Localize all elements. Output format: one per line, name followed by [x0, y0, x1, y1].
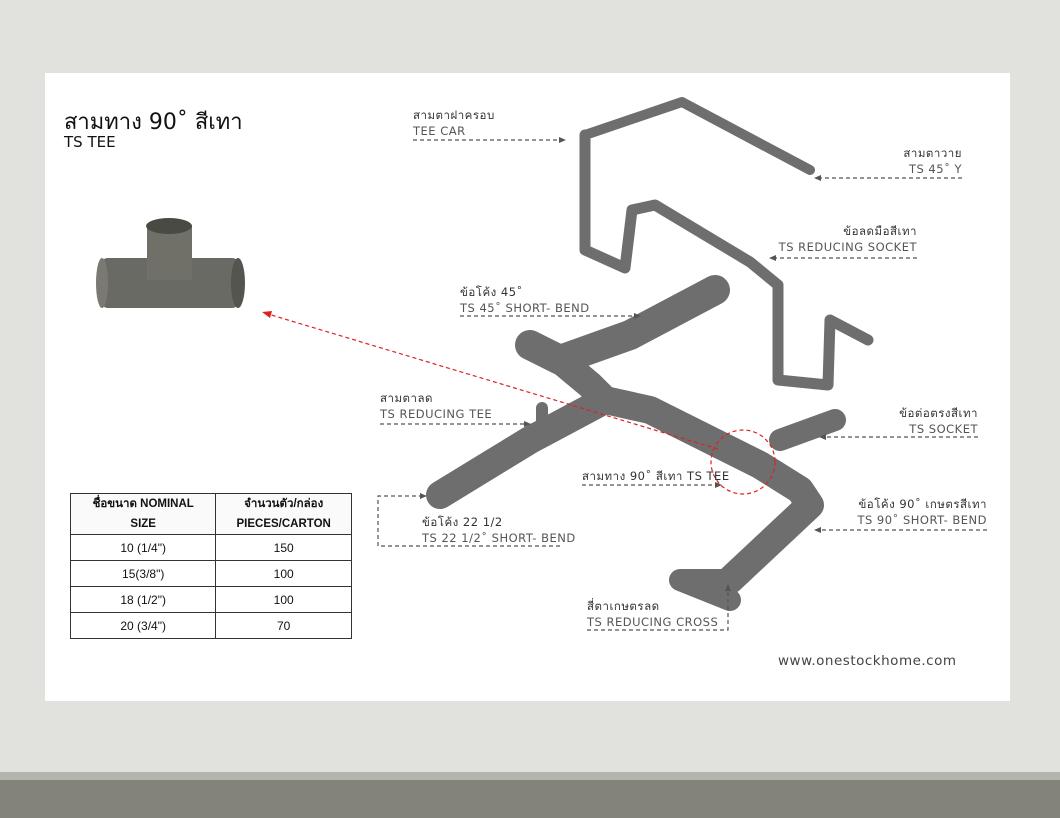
header-pieces-en: PIECES/CARTON — [236, 518, 331, 530]
label-en: TS REDUCING SOCKET — [778, 240, 917, 254]
cell-pieces: 100 — [215, 586, 352, 613]
label-en: TEE CAR — [413, 124, 466, 138]
label-th: ข้อโค้ง 90˚ เกษตรสีเทา — [858, 497, 987, 511]
pipe-network — [426, 97, 874, 611]
label-tee90: สามทาง 90˚ สีเทา TS TEE — [582, 468, 730, 484]
label-en: TS 22 1/2˚ SHORT- BEND — [422, 531, 576, 545]
table-row: 15(3/8")100 — [69, 560, 352, 587]
website-text: www.onestockhome.com — [778, 653, 957, 669]
header-pieces: จำนวนตัว/กล่อง PIECES/CARTON — [215, 493, 352, 535]
table-header-row: ชื่อขนาด NOMINAL SIZE จำนวนตัว/กล่อง PIECE… — [69, 493, 352, 535]
label-en: TS SOCKET — [909, 422, 978, 436]
header-size: ชื่อขนาด NOMINAL SIZE — [69, 493, 217, 535]
label-th: สามตาฝาครอบ — [413, 108, 495, 122]
leader-lines — [377, 139, 987, 631]
header-size-en: SIZE — [130, 518, 156, 530]
label-reducing-tee: สามตาลด TS REDUCING TEE — [380, 390, 492, 422]
label-reducing-socket: ข้อลดมือสีเทา TS REDUCING SOCKET — [779, 223, 917, 255]
tee-highlight — [262, 311, 776, 495]
label-th: ข้อโค้ง 22 1/2 — [422, 515, 503, 529]
cell-size: 10 (1/4") — [69, 534, 217, 561]
cell-pieces: 150 — [215, 534, 352, 561]
table-row: 18 (1/2")100 — [69, 586, 352, 613]
header-pieces-th: จำนวนตัว/กล่อง — [244, 498, 324, 510]
label-bend22: ข้อโค้ง 22 1/2 TS 22 1/2˚ SHORT- BEND — [422, 514, 576, 546]
label-th: สามตาวาย — [903, 146, 962, 160]
table-row: 10 (1/4")150 — [69, 534, 352, 561]
label-en: TS REDUCING TEE — [380, 407, 493, 421]
cell-size: 20 (3/4") — [69, 612, 217, 639]
footer-bar — [0, 780, 1060, 818]
footer-strip — [0, 772, 1060, 780]
label-th: ข้อโค้ง 45˚ — [460, 285, 523, 299]
product-subtitle: TS TEE — [64, 133, 116, 151]
cell-size: 18 (1/2") — [69, 586, 217, 613]
label-bend90: ข้อโค้ง 90˚ เกษตรสีเทา TS 90˚ SHORT- BEND — [857, 496, 987, 528]
label-en: TS 45˚ Y — [908, 162, 962, 176]
leader-arrowheads — [420, 137, 826, 591]
cell-size: 15(3/8") — [69, 560, 217, 587]
label-th: ข้อลดมือสีเทา — [843, 224, 917, 238]
table-row: 20 (3/4")70 — [69, 612, 352, 639]
label-th: ข้อต่อตรงสีเทา — [899, 406, 978, 420]
label-en: TS REDUCING CROSS — [587, 615, 719, 629]
cell-pieces: 100 — [215, 560, 352, 587]
product-title: สามทาง 90˚ สีเทา — [64, 110, 243, 135]
cell-pieces: 70 — [215, 612, 352, 639]
label-bend45: ข้อโค้ง 45˚ TS 45˚ SHORT- BEND — [460, 284, 590, 316]
label-th: สี่ตาเกษตรลด — [587, 599, 660, 613]
label-th: สามตาลด — [380, 391, 433, 405]
label-socket: ข้อต่อตรงสีเทา TS SOCKET — [899, 405, 978, 437]
header-size-th: ชื่อขนาด NOMINAL — [92, 498, 194, 510]
tee-product-image — [96, 218, 245, 308]
label-th: สามทาง 90˚ สีเทา TS TEE — [582, 469, 730, 483]
label-tee-car: สามตาฝาครอบ TEE CAR — [413, 107, 495, 139]
label-en: TS 45˚ SHORT- BEND — [460, 301, 590, 315]
label-en: TS 90˚ SHORT- BEND — [857, 513, 987, 527]
label-reducing-cross: สี่ตาเกษตรลด TS REDUCING CROSS — [587, 598, 718, 630]
size-table: ชื่อขนาด NOMINAL SIZE จำนวนตัว/กล่อง PIECE… — [69, 493, 352, 639]
label-y45: สามตาวาย TS 45˚ Y — [903, 145, 962, 177]
